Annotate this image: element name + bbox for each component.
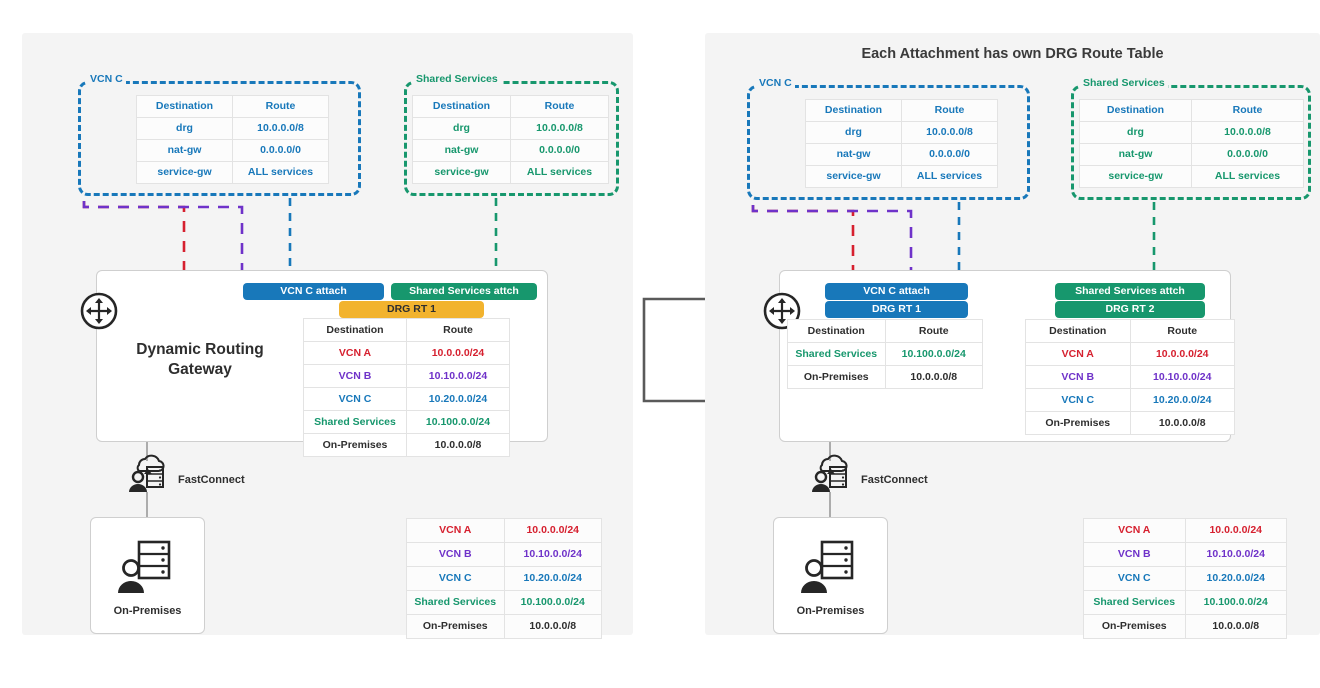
table-row: drg 10.0.0.0/8 <box>805 121 998 144</box>
right-shared-services-label: Shared Services <box>1080 77 1168 89</box>
table-row: Shared Services 10.100.0.0/24 <box>787 342 983 366</box>
right-cidr-legend-table: VCN A 10.0.0.0/24 VCN B 10.10.0.0/24 VCN… <box>1083 518 1287 639</box>
line-vcn-b <box>82 201 244 270</box>
col-route: Route <box>1191 99 1304 122</box>
list-item: VCN B 10.10.0.0/24 <box>406 542 602 567</box>
table-row: nat-gw 0.0.0.0/0 <box>1079 143 1304 166</box>
table-row: On-Premises 10.0.0.0/8 <box>787 365 983 389</box>
table-row: nat-gw 0.0.0.0/0 <box>412 139 609 162</box>
table-row: On-Premises 10.0.0.0/8 <box>1025 411 1235 435</box>
table-row: On-Premises 10.0.0.0/8 <box>303 433 510 457</box>
list-item: VCN B 10.10.0.0/24 <box>1083 542 1287 567</box>
col-destination: Destination <box>1079 99 1192 122</box>
left-shared-services-box: Shared Services <box>404 73 619 196</box>
table-row: nat-gw 0.0.0.0/0 <box>805 143 998 166</box>
right-shared-services-box: Shared Services <box>1071 77 1311 200</box>
col-route: Route <box>406 318 510 342</box>
col-route: Route <box>510 95 609 118</box>
line-vcn-a <box>751 205 855 270</box>
left-badge-drg-rt-1[interactable]: DRG RT 1 <box>339 301 484 318</box>
right-badge-shared-services-attach[interactable]: Shared Services attch <box>1055 283 1205 300</box>
left-cidr-legend-table: VCN A 10.0.0.0/24 VCN B 10.10.0.0/24 VCN… <box>406 518 602 639</box>
list-item: Shared Services 10.100.0.0/24 <box>1083 590 1287 615</box>
list-item: Shared Services 10.100.0.0/24 <box>406 590 602 615</box>
right-drg-rt2-table: Destination Route VCN A 10.0.0.0/24 VCN … <box>1025 319 1235 435</box>
table-row: VCN B 10.10.0.0/24 <box>303 364 510 388</box>
col-destination: Destination <box>412 95 511 118</box>
left-shared-services-route-table: Destination Route drg 10.0.0.0/8 nat-gw … <box>412 95 609 184</box>
list-item: VCN A 10.0.0.0/24 <box>1083 518 1287 543</box>
list-item: VCN C 10.20.0.0/24 <box>406 566 602 591</box>
right-onprem-box: On-Premises <box>773 517 888 634</box>
table-row: drg 10.0.0.0/8 <box>136 117 329 140</box>
list-item: VCN C 10.20.0.0/24 <box>1083 566 1287 591</box>
left-vcn-c-box: VCN C <box>78 73 361 196</box>
list-item: On-Premises 10.0.0.0/8 <box>1083 614 1287 639</box>
line-vcn-a <box>82 201 186 270</box>
table-row: nat-gw 0.0.0.0/0 <box>136 139 329 162</box>
left-vcn-c-label: VCN C <box>87 73 126 85</box>
left-vcn-c-route-table: Destination Route drg 10.0.0.0/8 nat-gw … <box>136 95 329 184</box>
right-vcn-c-box: VCN C <box>747 77 1030 200</box>
left-onprem-box: On-Premises <box>90 517 205 634</box>
server-icon <box>118 540 171 593</box>
col-route: Route <box>1129 319 1235 343</box>
left-fastconnect-label: FastConnect <box>178 474 245 486</box>
table-row: service-gw ALL services <box>136 161 329 184</box>
fastconnect-icon <box>808 453 854 500</box>
drg-router-icon <box>76 288 122 339</box>
col-destination: Destination <box>787 319 886 343</box>
right-vcn-c-route-table: Destination Route drg 10.0.0.0/8 nat-gw … <box>805 99 998 188</box>
table-row: service-gw ALL services <box>1079 165 1304 188</box>
left-diagram-panel: VCN C Destination Route drg 10.0.0.0/8 n… <box>22 33 633 639</box>
table-row: drg 10.0.0.0/8 <box>412 117 609 140</box>
col-route: Route <box>232 95 329 118</box>
table-row: service-gw ALL services <box>412 161 609 184</box>
left-drg-title: Dynamic Routing Gateway <box>136 341 264 378</box>
right-drg-rt1-table: Destination Route Shared Services 10.100… <box>787 319 983 389</box>
table-row: VCN C 10.20.0.0/24 <box>303 387 510 411</box>
right-badge-vcn-c-attach[interactable]: VCN C attach <box>825 283 968 300</box>
table-row: service-gw ALL services <box>805 165 998 188</box>
col-destination: Destination <box>805 99 902 122</box>
left-drg-route-table: Destination Route VCN A 10.0.0.0/24 VCN … <box>303 318 510 457</box>
right-badge-drg-rt-1[interactable]: DRG RT 1 <box>825 301 968 318</box>
right-badge-drg-rt-2[interactable]: DRG RT 2 <box>1055 301 1205 318</box>
line-vcn-b <box>751 205 913 270</box>
table-row: VCN B 10.10.0.0/24 <box>1025 365 1235 389</box>
server-icon <box>801 540 854 593</box>
right-vcn-c-label: VCN C <box>756 77 795 89</box>
col-destination: Destination <box>303 318 407 342</box>
table-row: VCN C 10.20.0.0/24 <box>1025 388 1235 412</box>
col-route: Route <box>901 99 998 122</box>
left-badge-vcn-c-attach[interactable]: VCN C attach <box>243 283 384 300</box>
list-item: On-Premises 10.0.0.0/8 <box>406 614 602 639</box>
fastconnect-icon <box>125 453 171 500</box>
right-shared-services-route-table: Destination Route drg 10.0.0.0/8 nat-gw … <box>1079 99 1304 188</box>
left-onprem-label: On-Premises <box>113 605 182 617</box>
list-item: VCN A 10.0.0.0/24 <box>406 518 602 543</box>
right-onprem-label: On-Premises <box>796 605 865 617</box>
col-route: Route <box>884 319 983 343</box>
table-row: Shared Services 10.100.0.0/24 <box>303 410 510 434</box>
right-diagram-panel: Each Attachment has own DRG Route Table … <box>705 33 1320 639</box>
table-row: drg 10.0.0.0/8 <box>1079 121 1304 144</box>
left-shared-services-label: Shared Services <box>413 73 501 85</box>
right-panel-title: Each Attachment has own DRG Route Table <box>861 46 1164 62</box>
table-row: VCN A 10.0.0.0/24 <box>1025 342 1235 366</box>
col-destination: Destination <box>1025 319 1131 343</box>
left-badge-shared-services-attach[interactable]: Shared Services attch <box>391 283 537 300</box>
table-row: VCN A 10.0.0.0/24 <box>303 341 510 365</box>
col-destination: Destination <box>136 95 233 118</box>
right-fastconnect-label: FastConnect <box>861 474 928 486</box>
